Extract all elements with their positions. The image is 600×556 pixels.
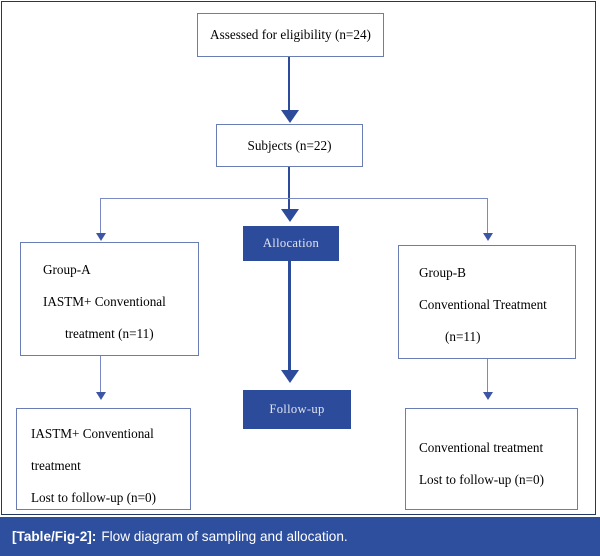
node-group-a-line3: treatment (n=11) [65,326,154,342]
branch-left-drop-line [100,198,102,236]
arrowhead-down-icon [281,370,299,383]
arrowhead-down-icon [281,209,299,222]
arrowhead-down-icon [96,392,106,400]
connector-subjects-to-allocation [288,167,291,212]
connector-allocation-to-followup [288,261,291,374]
node-assessed-label: Assessed for eligibility (n=24) [210,27,371,43]
node-lost-a-line2: treatment [31,458,81,474]
node-group-b-line3: (n=11) [445,329,481,345]
node-subjects-label: Subjects (n=22) [247,137,332,153]
node-lost-to-followup-group-a: IASTM+ Conventional treatment Lost to fo… [16,408,191,510]
node-group-a: Group-A IASTM+ Conventional treatment (n… [20,242,199,356]
connector-group-b-to-lost-b [487,359,489,395]
stage-banner-allocation-label: Allocation [262,236,320,250]
stage-banner-followup-label: Follow-up [269,402,325,416]
arrowhead-down-icon [483,233,493,241]
arrowhead-down-icon [281,110,299,123]
figure-caption-content: [Table/Fig-2]: Flow diagram of sampling … [0,529,348,544]
node-group-a-line2: IASTM+ Conventional [43,294,166,310]
figure-caption-label: [Table/Fig-2]: [12,529,97,544]
node-lost-b-line1: Conventional treatment [419,440,544,455]
figure-caption-text: Flow diagram of sampling and allocation. [101,529,348,544]
node-group-a-line1: Group-A [43,262,91,277]
stage-banner-allocation: Allocation [243,226,339,261]
node-lost-to-followup-group-b: Conventional treatment Lost to follow-up… [405,408,578,510]
connector-group-a-to-lost-a [100,356,102,394]
connector-assessed-to-subjects [288,57,291,112]
node-assessed-for-eligibility: Assessed for eligibility (n=24) [197,13,384,57]
node-lost-a-line3: Lost to follow-up (n=0) [31,490,157,506]
branch-horizontal-line [100,198,488,200]
node-group-b-line2: Conventional Treatment [419,297,547,313]
node-lost-b-line2: Lost to follow-up (n=0) [419,472,545,488]
stage-banner-followup: Follow-up [243,390,351,429]
node-lost-a-line1: IASTM+ Conventional [31,426,154,441]
branch-right-drop-line [487,198,489,236]
node-group-b-line1: Group-B [419,265,466,280]
figure-caption-bar: [Table/Fig-2]: Flow diagram of sampling … [0,517,600,556]
node-subjects: Subjects (n=22) [216,124,363,167]
arrowhead-down-icon [483,392,493,400]
arrowhead-down-icon [96,233,106,241]
node-group-b: Group-B Conventional Treatment (n=11) [398,245,576,359]
